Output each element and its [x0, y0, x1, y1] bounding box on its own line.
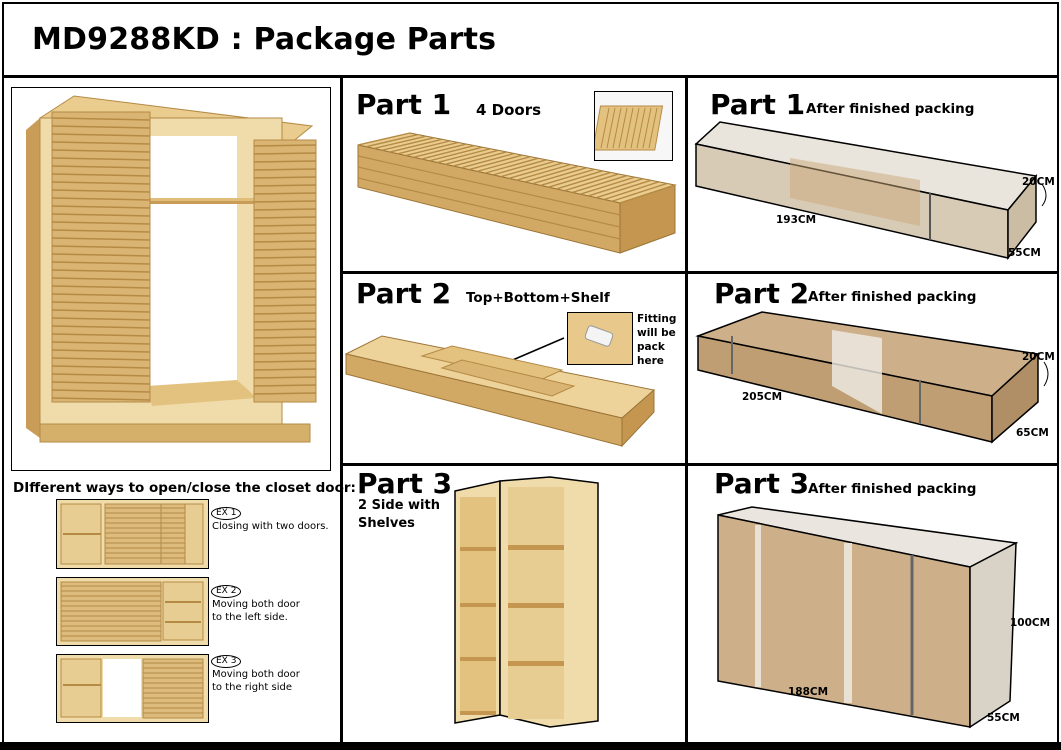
bottom-bar — [0, 742, 1061, 750]
ex1-photo — [56, 499, 209, 569]
part2-title: Part 2 — [356, 277, 452, 310]
divider-middle — [685, 78, 688, 744]
part3-sub-2: Shelves — [358, 516, 415, 531]
fitting-photo — [567, 312, 633, 365]
divider-row2 — [340, 463, 1059, 466]
packed3-dim-height: 100CM — [1010, 617, 1051, 629]
part2-panels-illustration — [344, 335, 656, 448]
ex3-photo — [56, 654, 209, 723]
packed1-illustration — [694, 121, 1047, 261]
part3-title: Part 3 — [357, 467, 453, 500]
ex1-badge: EX 1 — [211, 507, 242, 520]
ex2-text-1: Moving both door — [212, 599, 300, 610]
packed1-dim-width: 55CM — [1008, 247, 1041, 259]
packed2-dim-length: 205CM — [742, 391, 783, 403]
part1-sub: 4 Doors — [476, 101, 542, 119]
part1-title: Part 1 — [356, 88, 452, 121]
title-bar: MD9288KD : Package Parts — [2, 2, 1059, 78]
packed3-sub: After finished packing — [808, 481, 977, 497]
packed3-title: Part 3 — [714, 467, 810, 500]
packed1-title: Part 1 — [710, 88, 806, 121]
divider-left — [340, 78, 343, 744]
fitting-note: Fitting will be pack here — [637, 313, 677, 367]
ex3-badge: EX 3 — [211, 655, 242, 668]
packed1-dim-height: 20CM — [1022, 176, 1055, 188]
packed2-dim-width: 65CM — [1016, 427, 1049, 439]
packed3-dim-width: 55CM — [987, 712, 1020, 724]
part1-doors-illustration — [357, 132, 677, 254]
part2-sub: Top+Bottom+Shelf — [466, 290, 610, 306]
ex2-text-2: to the left side. — [212, 612, 288, 623]
divider-row1 — [340, 271, 1059, 274]
packed3-dim-length: 188CM — [788, 686, 829, 698]
packed1-sub: After finished packing — [806, 101, 975, 117]
packed3-illustration — [717, 506, 1019, 729]
left-door-slats — [51, 111, 151, 403]
packed2-title: Part 2 — [714, 277, 810, 310]
packed2-sub: After finished packing — [808, 289, 977, 305]
part3-sub-1: 2 Side with — [358, 498, 440, 513]
ex2-photo — [56, 577, 209, 646]
ways-heading: DIfferent ways to open/close the closet … — [13, 480, 356, 496]
page-title: MD9288KD : Package Parts — [32, 22, 497, 57]
ex3-text-1: Moving both door — [212, 669, 300, 680]
ex3-text-2: to the right side — [212, 682, 292, 693]
ex2-badge: EX 2 — [211, 585, 242, 598]
closet-illustration — [26, 95, 317, 443]
packed2-illustration — [695, 311, 1049, 444]
part3-sides-illustration — [454, 476, 599, 728]
packed2-dim-height: 20CM — [1022, 351, 1055, 363]
packed1-dim-length: 193CM — [776, 214, 817, 226]
right-door-slats — [253, 139, 317, 403]
ex1-text: Closing with two doors. — [212, 521, 329, 532]
closet-photo — [11, 87, 331, 471]
part1-detail-photo — [594, 91, 673, 161]
